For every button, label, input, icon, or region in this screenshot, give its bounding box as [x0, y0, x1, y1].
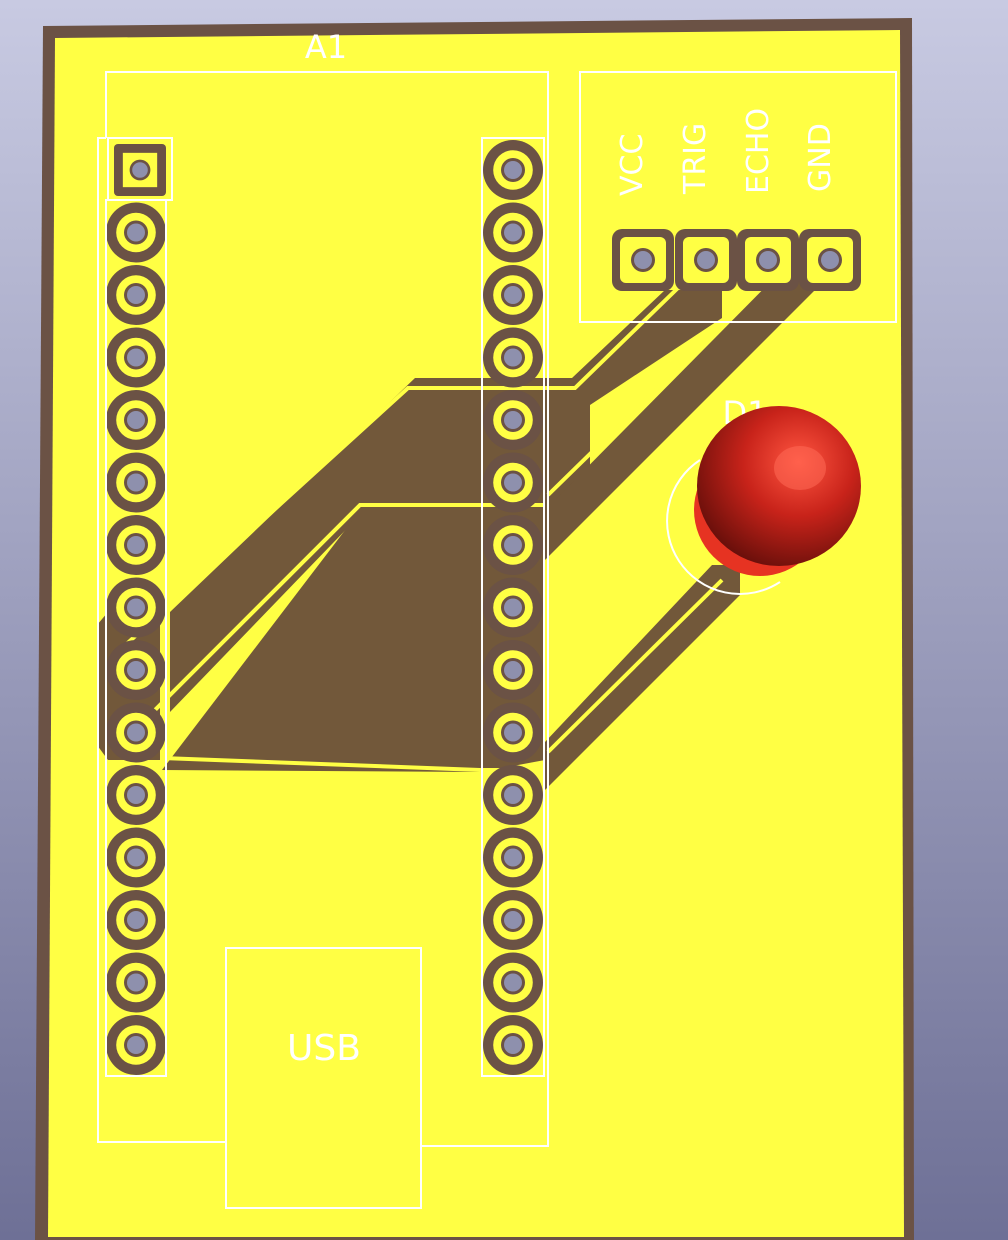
drill-hole [504, 536, 522, 554]
a1-courtyard-outline-left [97, 137, 226, 1143]
right-header-pad [483, 640, 543, 700]
drill-hole [504, 723, 522, 742]
drill-hole [504, 598, 522, 617]
left-header-pad-1 [114, 144, 166, 196]
trace-echo-edge [118, 503, 545, 747]
led-dome [697, 406, 861, 566]
a1-reference-label: A1 [305, 28, 347, 66]
drill-hole [759, 251, 777, 269]
trace-trig [170, 290, 722, 712]
trace-echo-edge-2 [546, 276, 772, 497]
left-header-pad [106, 1015, 166, 1075]
drill-hole [504, 348, 522, 367]
left-header-pad [106, 452, 166, 513]
left-header-pad [106, 702, 166, 763]
right-header-pad [483, 265, 543, 325]
drill-hole [697, 251, 715, 269]
drill-hole [504, 411, 522, 429]
drill-hole [504, 973, 522, 992]
right-header-pad [483, 327, 543, 388]
drill-hole [504, 223, 522, 242]
left-header-pad [106, 265, 166, 325]
left-header-outline [105, 199, 167, 1077]
right-header-pad [483, 202, 543, 263]
silkscreen-layer: A1 USB D1 VCC TRIG ECHO GND [97, 28, 897, 1209]
drill-hole [504, 911, 522, 929]
drill-hole [504, 161, 522, 179]
sensor-module-outline [579, 71, 897, 323]
left-header-pad [106, 765, 166, 825]
trace-led-edge [546, 578, 724, 754]
drill-hole [127, 786, 145, 804]
drill-hole [127, 661, 145, 679]
pads-layer [106, 140, 861, 1075]
sensor-pin-label-echo: ECHO [741, 108, 776, 194]
right-header-pad [483, 702, 543, 763]
drill-hole [634, 251, 652, 269]
drill-hole [504, 661, 522, 679]
right-header-pad [483, 515, 543, 575]
right-header-pad [483, 952, 543, 1013]
trace-led [545, 565, 740, 790]
drill-hole [504, 848, 522, 867]
sensor-pad-echo [737, 229, 799, 291]
drill-hole [127, 1036, 145, 1054]
right-header-pad [483, 577, 543, 638]
usb-connector-outline [225, 947, 422, 1209]
right-header-pad [483, 140, 543, 200]
sensor-pad-trig [675, 229, 737, 291]
sensor-pin-label-vcc: VCC [615, 134, 650, 196]
drill-hole [127, 286, 145, 304]
right-header-outline [481, 137, 545, 1077]
usb-label: USB [287, 1028, 361, 1069]
drill-hole [127, 911, 145, 929]
right-header-pad [483, 390, 543, 450]
drill-hole [127, 348, 145, 367]
right-header-pad [483, 890, 543, 950]
drill-hole [821, 251, 839, 269]
right-header-pad [483, 452, 543, 513]
drill-hole [127, 598, 145, 617]
copper-traces [97, 262, 815, 790]
drill-hole [132, 162, 148, 178]
drill-hole [127, 473, 145, 492]
drill-hole [127, 723, 145, 742]
sensor-pin-label-gnd: GND [803, 123, 838, 192]
led-d1 [694, 406, 861, 576]
sensor-pin-label-trig: TRIG [678, 123, 713, 195]
left-header-pad [106, 577, 166, 638]
right-header-pad [483, 827, 543, 888]
left-header-pad [106, 827, 166, 888]
left-header-pad [106, 327, 166, 388]
drill-hole [127, 973, 145, 992]
sensor-pad-vcc [612, 229, 674, 291]
left-header-pad [106, 202, 166, 263]
left-header-pad [106, 390, 166, 450]
left-header-pad [106, 890, 166, 950]
led-silk-outline [666, 459, 781, 595]
trace-echo-pour [162, 508, 545, 772]
trace-echo [545, 262, 815, 560]
drill-hole [127, 411, 145, 429]
drill-hole [504, 473, 522, 492]
right-header-pad [483, 1015, 543, 1075]
trace-trig-edge [118, 284, 682, 652]
drill-hole [127, 848, 145, 867]
left-header-pad [106, 515, 166, 575]
drill-hole [127, 536, 145, 554]
drill-hole [504, 1036, 522, 1054]
drill-hole [504, 786, 522, 804]
sensor-pad-gnd [799, 229, 861, 291]
drill-hole [504, 286, 522, 304]
drill-hole [127, 223, 145, 242]
a1-courtyard-outline [105, 71, 549, 1147]
led-dome-highlight [774, 446, 826, 490]
left-header-pad [106, 952, 166, 1013]
left-header-pad [106, 640, 166, 700]
right-header-pad [483, 765, 543, 825]
